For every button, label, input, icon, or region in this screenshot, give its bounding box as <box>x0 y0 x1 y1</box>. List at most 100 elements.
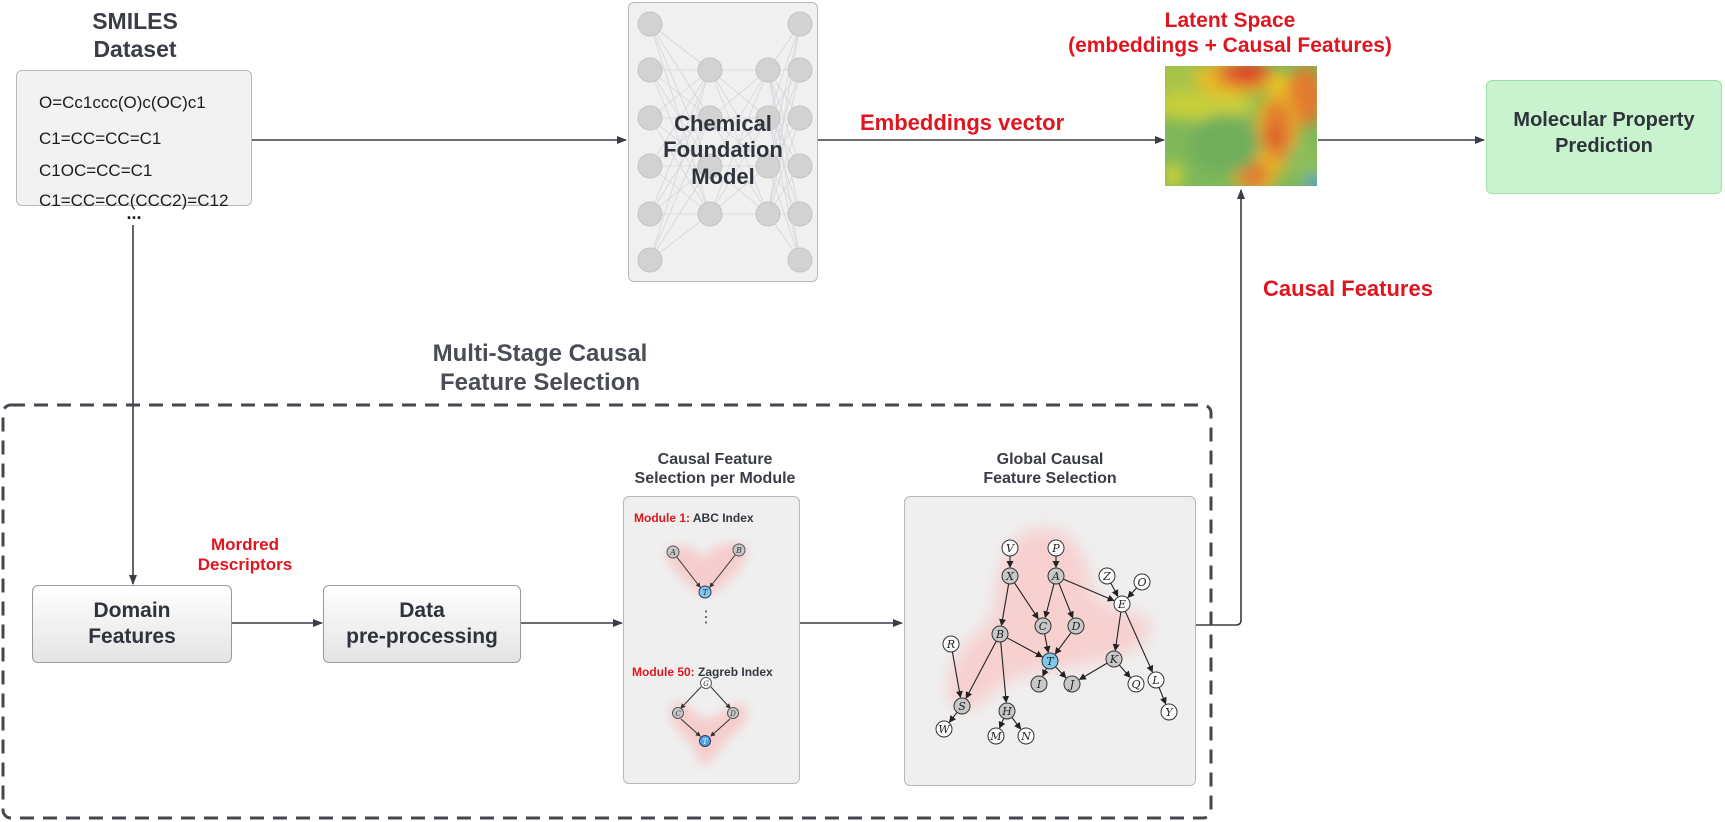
nn-neuron <box>637 247 663 273</box>
latent-space-title: Latent Space (embeddings + Causal Featur… <box>1030 8 1430 58</box>
graph-edge-H-N <box>1011 717 1022 730</box>
graph-node-label: Q <box>1131 678 1140 691</box>
graph-node-label: W <box>938 723 951 736</box>
graph-node-R: R <box>942 635 960 653</box>
nn-connection <box>649 69 711 215</box>
nn-connection <box>649 69 711 261</box>
nn-neuron <box>755 201 781 227</box>
nn-connection <box>767 69 801 215</box>
graph-node-label: B <box>995 628 1004 641</box>
mordred-label-line2: Descriptors <box>197 555 293 575</box>
module1-highlight <box>666 542 747 596</box>
graph-node-label: A <box>1051 570 1060 583</box>
nn-connection <box>709 117 769 215</box>
nn-connection <box>767 117 801 215</box>
graph-node-H: H <box>998 702 1016 720</box>
nn-connection <box>649 69 711 119</box>
module50-node-C: C <box>672 707 684 719</box>
module50-node-T: T <box>699 735 711 747</box>
nn-connection <box>709 69 769 215</box>
graph-node-S: S <box>953 697 971 715</box>
svg-text:C: C <box>675 710 681 718</box>
nn-neuron <box>637 153 663 179</box>
preprocessing-label-line1: Data <box>399 599 445 622</box>
graph-node-N: N <box>1017 727 1035 745</box>
module50-node-G: G <box>700 677 712 689</box>
graph-edge-B-S <box>965 640 997 699</box>
graph-node-label: Y <box>1165 706 1174 719</box>
prediction-label-line1: Molecular Property <box>1513 109 1695 131</box>
graph-node-label: C <box>1039 620 1048 633</box>
graph-node-B: B <box>991 625 1009 643</box>
graph-node-label: J <box>1068 678 1075 691</box>
preprocessing-box: Data pre-processing <box>323 585 521 663</box>
nn-neuron <box>787 105 813 131</box>
graph-node-X: X <box>1001 567 1019 585</box>
nn-neuron <box>787 57 813 83</box>
module50-title: Module 50: Zagreb Index <box>632 665 773 679</box>
nn-connection <box>649 69 711 167</box>
graph-edge-A-E <box>1063 578 1115 602</box>
graph-edge-D-T <box>1054 632 1072 655</box>
module50-name: Zagreb Index <box>698 665 773 679</box>
domain-features-label-line1: Domain <box>93 599 171 622</box>
global-title: Global Causal Feature Selection <box>905 450 1195 488</box>
svg-text:A: A <box>669 548 676 557</box>
graph-edge-K-J <box>1078 662 1108 680</box>
graph-node-D: D <box>1067 617 1085 635</box>
embeddings-vector-label: Embeddings vector <box>860 110 1065 135</box>
foundation-model-label-line2: Foundation Model <box>663 137 783 189</box>
smiles-ellipsis: ... <box>126 203 142 223</box>
per-module-title-line1: Causal Feature <box>657 451 773 468</box>
per-module-box: Module 1: ABC Index A B T ⋮ <box>623 496 800 784</box>
global-title-line1: Global Causal <box>996 451 1104 468</box>
nn-neuron <box>697 153 723 179</box>
graph-edge-A-C <box>1043 583 1055 619</box>
prediction-box: Molecular Property Prediction <box>1486 80 1722 194</box>
preprocessing-label: Data pre-processing <box>324 598 520 651</box>
graph-node-L: L <box>1147 671 1165 689</box>
graph-node-label: X <box>1005 570 1015 583</box>
module-ellipsis: ⋮ <box>698 609 714 626</box>
graph-node-label: Z <box>1102 570 1111 583</box>
nn-connection <box>649 23 711 71</box>
multistage-title: Multi-Stage Causal Feature Selection <box>390 340 690 398</box>
foundation-model-label-line1: Chemical <box>674 111 772 136</box>
smiles-row: O=Cc1ccc(O)c(OC)c1 <box>39 93 206 112</box>
graph-edge-S-W <box>948 711 958 723</box>
graph-node-K: K <box>1105 650 1123 668</box>
graph-node-label: L <box>1151 674 1159 687</box>
graph-edge-E-K <box>1112 611 1122 652</box>
graph-node-C: C <box>1034 617 1052 635</box>
graph-edge-B-H <box>1000 641 1010 704</box>
graph-node-E: E <box>1113 595 1131 613</box>
latent-space-title-line2: (embeddings + Causal Features) <box>1068 34 1392 58</box>
module1-node-A: A <box>666 545 680 559</box>
graph-edge-K-Q <box>1118 664 1131 678</box>
per-module-title: Causal Feature Selection per Module <box>605 450 825 488</box>
nn-neuron <box>755 153 781 179</box>
module1-prefix: Module 1: <box>634 511 690 525</box>
graph-node-label: R <box>946 638 955 651</box>
causal-highlight-region <box>948 528 1150 710</box>
graph-edge-T-J <box>1055 666 1067 679</box>
graph-node-Y: Y <box>1160 703 1178 721</box>
graph-node-label: T <box>1046 655 1055 668</box>
nn-neuron <box>787 247 813 273</box>
nn-neuron <box>697 105 723 131</box>
prediction-label: Molecular Property Prediction <box>1487 107 1721 159</box>
nn-connection <box>767 23 801 215</box>
graph-node-label: M <box>989 730 1002 743</box>
nn-connection <box>649 213 711 261</box>
mordred-label-line1: Mordred <box>211 535 279 554</box>
graph-node-P: P <box>1047 539 1065 557</box>
graph-node-I: I <box>1030 675 1048 693</box>
neural-network-graphic <box>637 11 813 273</box>
nn-neuron <box>637 201 663 227</box>
graph-edge-R-S <box>951 651 963 699</box>
nn-neuron <box>697 201 723 227</box>
graph-edge-T-I <box>1042 667 1049 677</box>
multistage-dashed-border <box>1 403 1213 820</box>
